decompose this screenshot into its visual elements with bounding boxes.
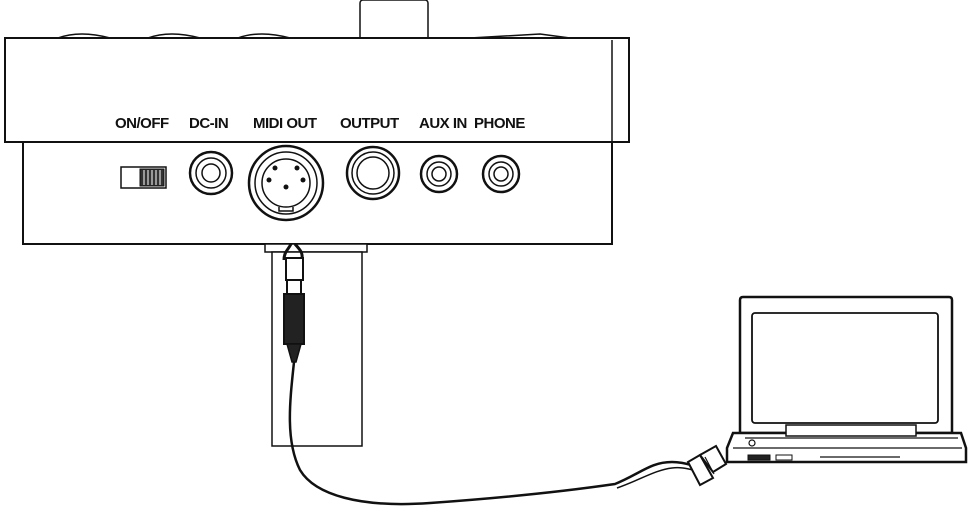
module-rear-panel — [22, 141, 613, 245]
label-aux-in: AUX IN — [419, 115, 467, 132]
output-jack[interactable] — [345, 145, 401, 201]
midi-plug-head — [285, 257, 304, 281]
label-dc-in: DC-IN — [189, 115, 228, 132]
laptop-screen — [751, 312, 939, 424]
midi-plug-body — [283, 293, 305, 345]
label-phone: PHONE — [474, 115, 525, 132]
top-knobs — [57, 0, 571, 41]
laptop — [725, 295, 968, 464]
phone-jack[interactable] — [481, 154, 521, 194]
power-switch[interactable] — [120, 166, 167, 189]
usb-port[interactable] — [747, 454, 771, 461]
aux-in-jack[interactable] — [419, 154, 459, 194]
midi-cable — [282, 243, 706, 506]
dc-in-jack[interactable] — [188, 150, 234, 196]
mounting-bracket — [264, 243, 368, 447]
usb-plug — [686, 444, 728, 487]
label-output: OUTPUT — [340, 115, 399, 132]
label-midi-out: MIDI OUT — [253, 115, 317, 132]
label-on-off: ON/OFF — [115, 115, 169, 132]
module-top-body — [4, 37, 630, 143]
midi-out-port[interactable] — [247, 144, 325, 222]
volume-knob — [359, 0, 429, 41]
power-led-icon — [748, 439, 756, 447]
